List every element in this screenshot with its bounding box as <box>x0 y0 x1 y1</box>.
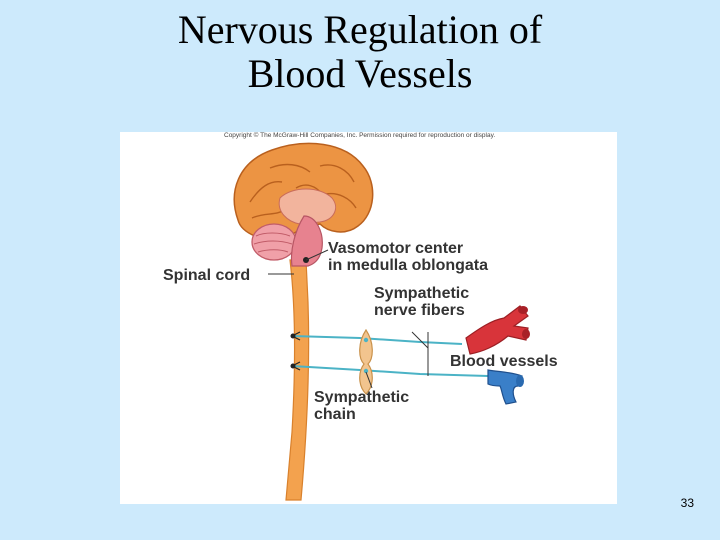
label-sympathetic-nerve-fibers: Sympathetic nerve fibers <box>374 285 469 319</box>
vasomotor-figure: Copyright © The McGraw-Hill Companies, I… <box>120 132 617 504</box>
label-vasomotor-line-2: in medulla oblongata <box>328 257 489 274</box>
lower-nerve-fiber <box>291 365 489 377</box>
artery <box>465 305 529 355</box>
slide-title: Nervous Regulation of Blood Vessels <box>0 8 720 96</box>
slide-number: 33 <box>680 496 694 510</box>
label-spinal-cord: Spinal cord <box>163 267 251 284</box>
label-sympathetic-chain: Sympathetic chain <box>314 389 409 423</box>
sympathetic-chain <box>359 328 373 395</box>
copyright-notice: Copyright © The McGraw-Hill Companies, I… <box>224 132 496 139</box>
label-nerve-fibers-line-2: nerve fibers <box>374 302 465 319</box>
title-line-1: Nervous Regulation of <box>177 7 543 52</box>
figure-illustration <box>233 142 530 501</box>
upper-nerve-fiber <box>291 335 463 345</box>
brainstem <box>290 215 323 267</box>
label-vasomotor-line-1: Vasomotor center <box>328 240 464 257</box>
title-line-2: Blood Vessels <box>247 51 473 96</box>
cerebellum <box>251 223 297 261</box>
label-nerve-fibers-line-1: Sympathetic <box>374 285 470 302</box>
vein <box>487 369 523 405</box>
brain-interior <box>278 188 336 225</box>
label-vasomotor-center: Vasomotor center in medulla oblongata <box>328 240 488 274</box>
label-chain-line-2: chain <box>314 406 356 423</box>
label-blood-vessels: Blood vessels <box>450 353 558 370</box>
label-chain-line-1: Sympathetic <box>314 389 410 406</box>
spinal-cord <box>285 259 310 501</box>
